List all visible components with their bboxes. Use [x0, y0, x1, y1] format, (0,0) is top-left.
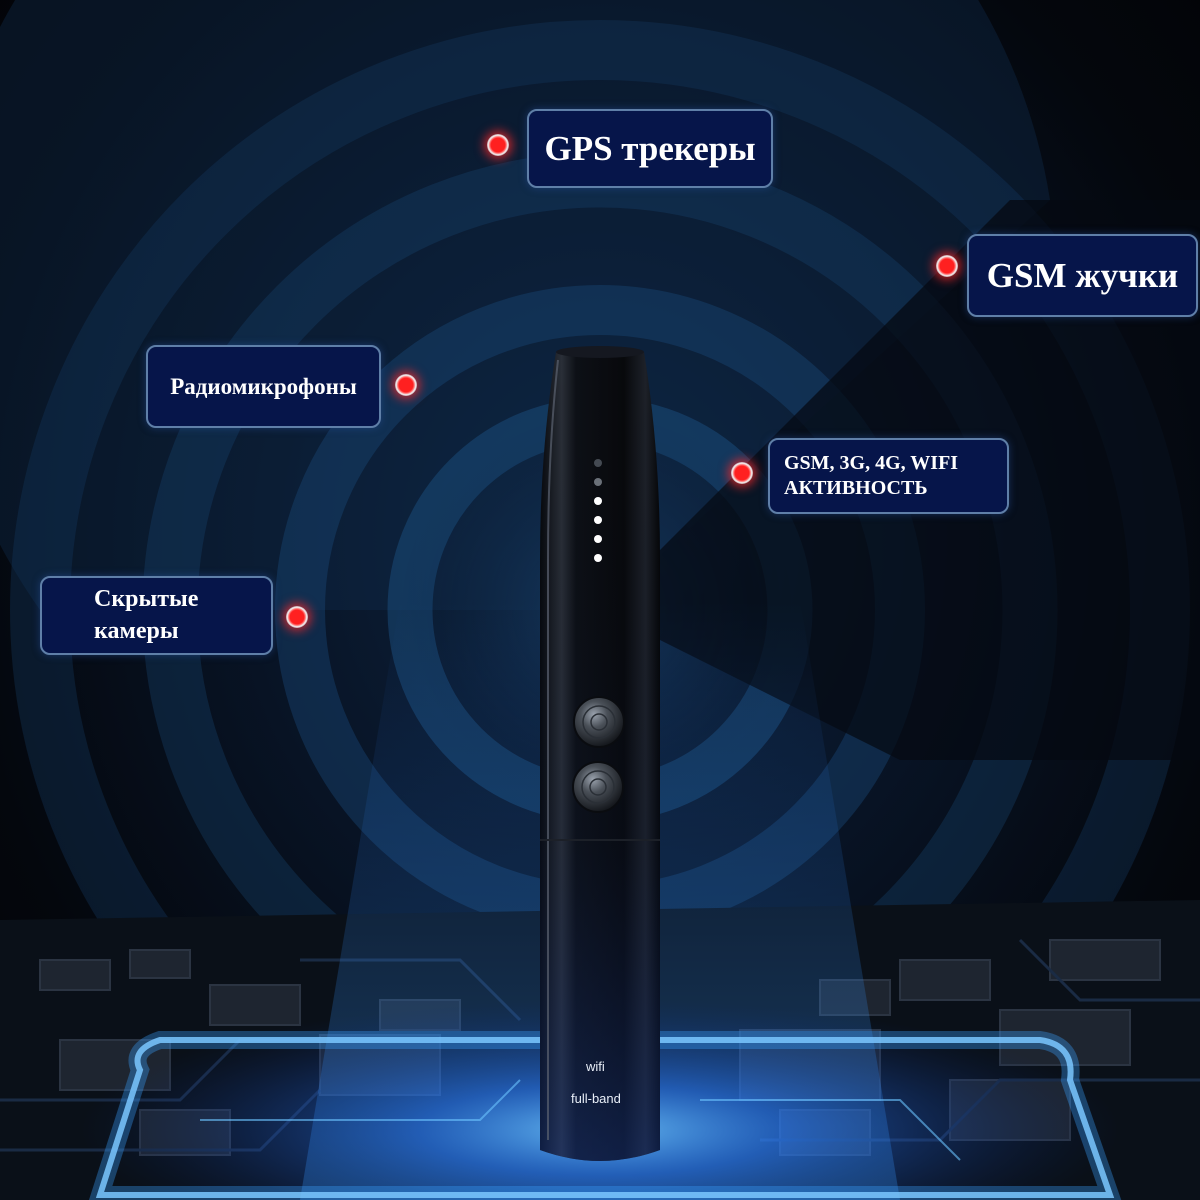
- label-gps-trackers: GPS трекеры: [527, 109, 773, 188]
- label-radio-mics: Радиомикрофоны: [146, 345, 381, 428]
- label-radio-mics-text: Радиомикрофоны: [170, 373, 357, 399]
- label-network-activity: GSM, 3G, 4G, WIFI АКТИВНОСТЬ: [768, 438, 1009, 514]
- device-band-label: full-band: [571, 1091, 621, 1106]
- led-indicators: [594, 459, 602, 562]
- marker-gps: [487, 134, 509, 156]
- device-wifi-label: wifi: [586, 1059, 605, 1074]
- detector-device: [540, 346, 660, 1161]
- label-gsm-bugs: GSM жучки: [967, 234, 1198, 317]
- label-hidden-cameras: Скрытые камеры: [40, 576, 273, 655]
- control-knob-bottom: [572, 761, 624, 813]
- marker-activity: [731, 462, 753, 484]
- marker-radio-mics: [395, 374, 417, 396]
- label-gps-text: GPS трекеры: [544, 128, 756, 168]
- label-gsm-bugs-text: GSM жучки: [986, 255, 1179, 295]
- label-cameras-line2: камеры: [94, 617, 179, 644]
- marker-gsm-bugs: [936, 255, 958, 277]
- label-activity-line2: АКТИВНОСТЬ: [784, 477, 928, 499]
- control-knob-top: [573, 696, 625, 748]
- marker-cameras: [286, 606, 308, 628]
- label-cameras-line1: Скрытые: [94, 586, 199, 613]
- label-activity-line1: GSM, 3G, 4G, WIFI: [784, 452, 959, 474]
